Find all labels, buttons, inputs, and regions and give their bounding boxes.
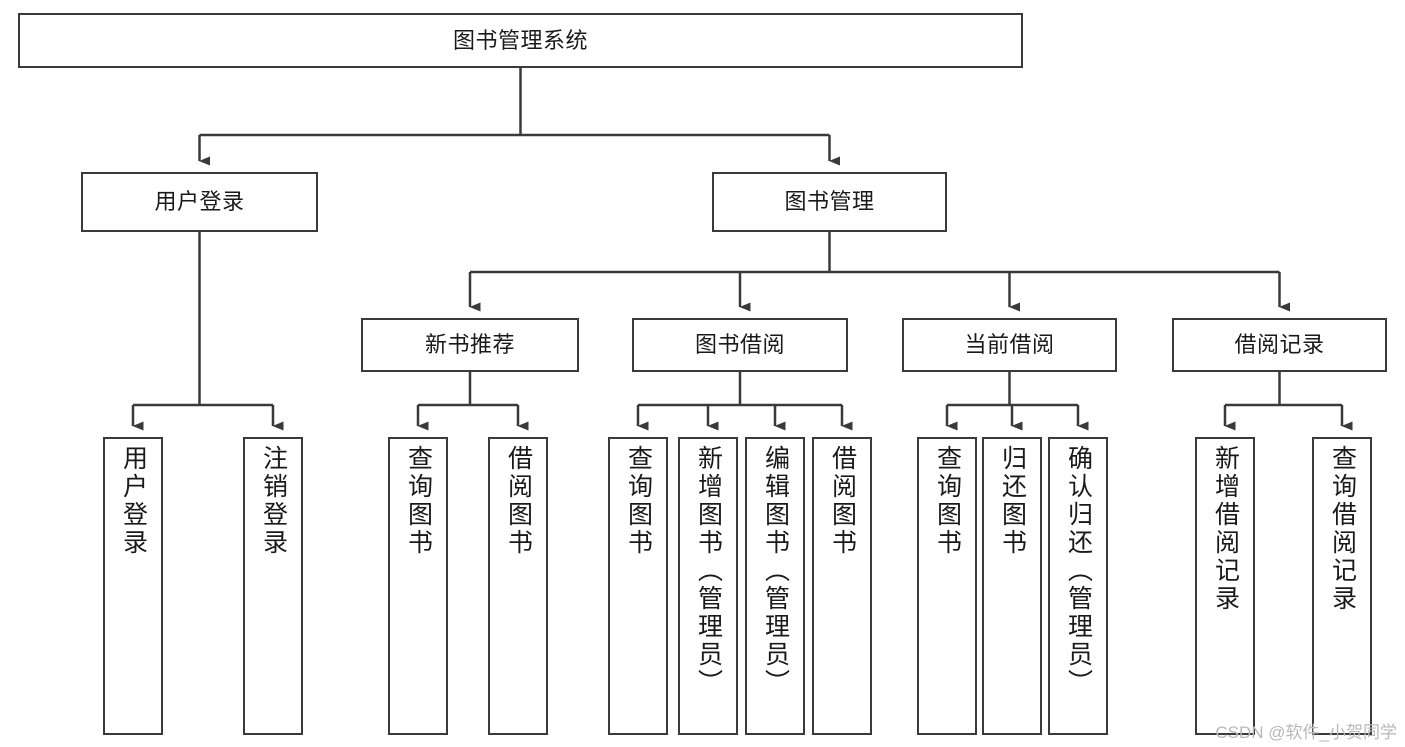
node-leaf-4[interactable]: 借阅图书 [488,437,548,735]
node-label: 借阅图书 [828,445,857,557]
node-label: 确认归还（管理员） [1064,445,1093,697]
connector-lines [131,68,1353,431]
node-leaf-12[interactable]: 新增借阅记录 [1195,437,1255,735]
node-label: 用户登录 [154,189,245,215]
node-leaf-3[interactable]: 查询图书 [388,437,448,735]
node-label: 编辑图书（管理员） [761,445,790,697]
root-node[interactable]: 图书管理系统 [18,13,1023,68]
node-newbook[interactable]: 新书推荐 [361,318,579,372]
node-leaf-7[interactable]: 编辑图书（管理员） [745,437,805,735]
node-label: 归还图书 [998,445,1027,557]
node-label: 新增借阅记录 [1211,445,1240,613]
node-label: 借阅图书 [504,445,533,557]
node-borrow[interactable]: 图书借阅 [632,318,848,372]
node-leaf-6[interactable]: 新增图书（管理员） [678,437,738,735]
node-leaf-5[interactable]: 查询图书 [608,437,668,735]
node-leaf-8[interactable]: 借阅图书 [812,437,872,735]
node-label: 注销登录 [259,445,288,557]
node-leaf-1[interactable]: 用户登录 [103,437,163,735]
node-current[interactable]: 当前借阅 [902,318,1117,372]
node-leaf-13[interactable]: 查询借阅记录 [1312,437,1372,735]
node-leaf-2[interactable]: 注销登录 [243,437,303,735]
node-label: 查询借阅记录 [1328,445,1357,613]
node-label: 图书管理 [784,189,875,215]
node-login[interactable]: 用户登录 [81,172,318,232]
node-label: 借阅记录 [1234,332,1325,358]
node-leaf-11[interactable]: 确认归还（管理员） [1048,437,1108,735]
node-label: 图书借阅 [694,332,785,358]
node-label: 当前借阅 [964,332,1055,358]
node-label: 查询图书 [933,445,962,557]
node-label: 查询图书 [624,445,653,557]
node-records[interactable]: 借阅记录 [1172,318,1387,372]
node-leaf-10[interactable]: 归还图书 [982,437,1042,735]
node-label: 新增图书（管理员） [694,445,723,697]
node-label: 用户登录 [119,445,148,557]
node-label: 查询图书 [404,445,433,557]
node-bookmgr[interactable]: 图书管理 [712,172,947,232]
node-label: 图书管理系统 [452,27,588,53]
node-leaf-9[interactable]: 查询图书 [917,437,977,735]
node-label: 新书推荐 [424,332,515,358]
